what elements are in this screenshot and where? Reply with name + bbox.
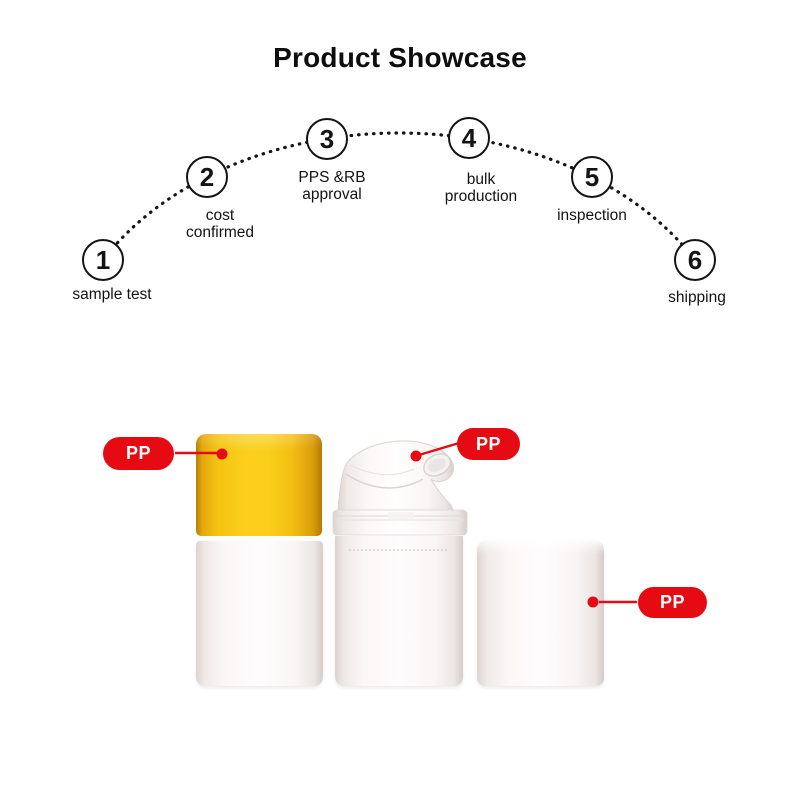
pump-head [332,440,468,536]
bottle-left-body [196,541,323,686]
pump-crease-line-2 [349,464,415,476]
step-label-inspection: inspection [557,207,627,224]
bottle-middle-body [335,536,463,686]
collar-highlight [388,512,414,519]
step-circle-1: 1 [82,239,124,281]
step-circle-4: 4 [448,117,490,159]
step-circle-5: 5 [571,156,613,198]
step-label-sample-test: sample test [72,286,152,303]
pump-spout-opening [423,453,451,477]
material-badge-pp-2: PP [457,428,520,460]
material-badge-pp-1: PP [103,437,174,470]
bottle-yellow-cap [196,434,322,536]
page-title: Product Showcase [273,42,527,73]
step-circle-3: 3 [306,118,348,160]
material-badge-pp-3: PP [638,587,707,618]
process-flow-arc [101,131,697,262]
pump-crease-line [345,473,424,489]
step-label-bulk-production: bulk production [444,171,518,205]
step-circle-2: 2 [186,156,228,198]
step-label-shipping: shipping [668,289,726,306]
step-label-pps-rb-approval: PPS &RB approval [298,169,366,203]
bottle-perforation-line [349,549,447,551]
step-label-cost-confirmed: cost confirmed [185,207,255,241]
step-circle-6: 6 [674,239,716,281]
bottle-overcap [477,540,604,686]
